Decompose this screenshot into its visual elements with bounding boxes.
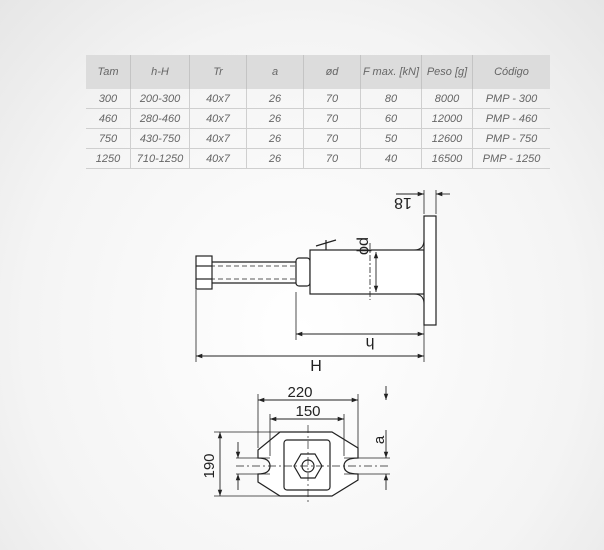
- side-view: [195, 190, 450, 362]
- cell-h-H: 280-460: [130, 108, 190, 129]
- cell-h-H: 200-300: [130, 89, 190, 109]
- table-row: 750 430-750 40x7 26 70 50 12600 PMP - 75…: [86, 128, 550, 149]
- cell-od: 70: [303, 108, 361, 129]
- cell-tr: 40x7: [189, 148, 247, 169]
- dim-H-label: H: [310, 358, 322, 375]
- tube: [309, 249, 425, 295]
- table-header-row: Tam h-H Tr a ød F max. [kN] Peso [g] Cód…: [86, 55, 550, 89]
- cell-codigo: PMP - 300: [472, 89, 550, 109]
- header-fmax: F max. [kN]: [360, 55, 422, 89]
- cell-a: 26: [246, 148, 304, 169]
- collar: [295, 257, 311, 287]
- cell-a: 26: [246, 128, 304, 149]
- dim-190-label: 190: [201, 453, 218, 478]
- header-a: a: [246, 55, 304, 89]
- dim-220-label: 220: [287, 384, 312, 401]
- cell-tr: 40x7: [189, 128, 247, 149]
- dim-150-label: 150: [295, 403, 320, 420]
- hex-nut: [195, 255, 213, 290]
- cell-peso: 16500: [421, 148, 473, 169]
- cell-tam: 300: [86, 89, 131, 109]
- header-tr: Tr: [189, 55, 247, 89]
- cell-codigo: PMP - 750: [472, 128, 550, 149]
- cell-a: 26: [246, 89, 304, 109]
- cell-codigo: PMP - 1250: [472, 148, 550, 169]
- cell-tam: 1250: [86, 148, 131, 169]
- cell-tam: 460: [86, 108, 131, 129]
- dim-a-label: a: [371, 435, 388, 444]
- cell-fmax: 40: [360, 148, 422, 169]
- dim-phi-d-label: ϕd: [355, 237, 372, 255]
- spec-table: Tam h-H Tr a ød F max. [kN] Peso [g] Cód…: [86, 55, 550, 169]
- cell-codigo: PMP - 460: [472, 108, 550, 129]
- cell-peso: 12600: [421, 128, 473, 149]
- table-row: 300 200-300 40x7 26 70 80 8000 PMP - 300: [86, 89, 550, 109]
- cell-tr: 40x7: [189, 89, 247, 109]
- cell-tr: 40x7: [189, 108, 247, 129]
- cell-od: 70: [303, 148, 361, 169]
- header-codigo: Código: [472, 55, 550, 89]
- cell-fmax: 60: [360, 108, 422, 129]
- base-plate: [423, 215, 437, 326]
- dim-18-label: 18: [394, 194, 412, 211]
- cell-fmax: 50: [360, 128, 422, 149]
- header-tam: Tam: [86, 55, 131, 89]
- header-od: ød: [303, 55, 361, 89]
- dim-h-label: h: [366, 334, 375, 351]
- top-view: [214, 386, 390, 505]
- cell-peso: 12000: [421, 108, 473, 129]
- header-h-H: h-H: [130, 55, 190, 89]
- cell-a: 26: [246, 108, 304, 129]
- header-peso: Peso [g]: [421, 55, 473, 89]
- cell-od: 70: [303, 128, 361, 149]
- table-row: 1250 710-1250 40x7 26 70 40 16500 PMP - …: [86, 148, 550, 169]
- cell-h-H: 710-1250: [130, 148, 190, 169]
- cell-peso: 8000: [421, 89, 473, 109]
- cell-fmax: 80: [360, 89, 422, 109]
- top-center-block: [283, 439, 331, 491]
- cell-h-H: 430-750: [130, 128, 190, 149]
- cell-tam: 750: [86, 128, 131, 149]
- cell-od: 70: [303, 89, 361, 109]
- table-row: 460 280-460 40x7 26 70 60 12000 PMP - 46…: [86, 108, 550, 129]
